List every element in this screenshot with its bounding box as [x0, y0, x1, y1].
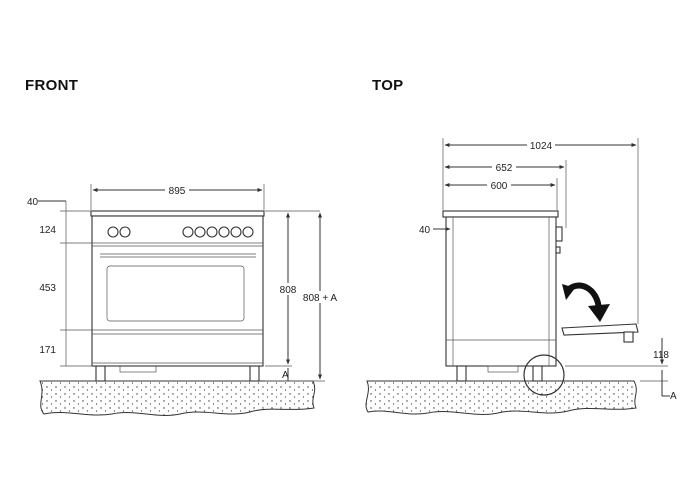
top-cooktop [442, 210, 559, 218]
top-foot-right [532, 365, 543, 382]
front-view-title: FRONT [25, 77, 79, 94]
knob-7 [230, 226, 242, 238]
top-foot-left [456, 365, 467, 382]
dim-a-front: A [282, 370, 289, 381]
oven-window [106, 265, 245, 322]
front-foot-right [249, 365, 260, 382]
dim-depth-652: 652 [496, 163, 513, 174]
knob-2 [119, 226, 131, 238]
dim-depth-600: 600 [491, 181, 508, 192]
dim-clearance-118: 118 [653, 350, 669, 361]
dim-panel-124: 124 [39, 225, 56, 236]
knob-6 [218, 226, 230, 238]
top-view-title: TOP [372, 77, 404, 94]
dim-a-top: A [670, 391, 677, 402]
dim-depth-1024: 1024 [530, 141, 553, 152]
dim-width-895: 895 [169, 186, 186, 197]
top-cooker-body [445, 216, 557, 367]
dim-top-40: 40 [27, 197, 39, 208]
dim-top-offset-40: 40 [419, 225, 431, 236]
top-floor [365, 380, 637, 415]
control-knobs [107, 226, 254, 238]
top-handle-stub [555, 246, 561, 254]
front-plinth [119, 365, 157, 373]
top-knob-stub [555, 226, 563, 242]
front-foot-left [95, 365, 106, 382]
front-floor [39, 380, 316, 416]
knob-3 [182, 226, 194, 238]
front-cooktop [90, 210, 265, 217]
dim-drawer-171: 171 [39, 345, 56, 356]
top-view: 1024 652 600 40 118 A [365, 138, 677, 415]
front-cooker-body [91, 215, 264, 367]
detail-circle-icon [523, 354, 565, 396]
open-door [561, 323, 639, 336]
curved-arrow-icon [562, 282, 610, 322]
knob-1 [107, 226, 119, 238]
knob-4 [194, 226, 206, 238]
dim-oven-453: 453 [39, 283, 56, 294]
dim-height-808: 808 [280, 285, 297, 296]
knob-8 [242, 226, 254, 238]
knob-5 [206, 226, 218, 238]
front-view: 895 40 124 453 171 808 808 + A [27, 184, 341, 416]
dim-height-808-plus-a: 808 + A [303, 293, 338, 304]
